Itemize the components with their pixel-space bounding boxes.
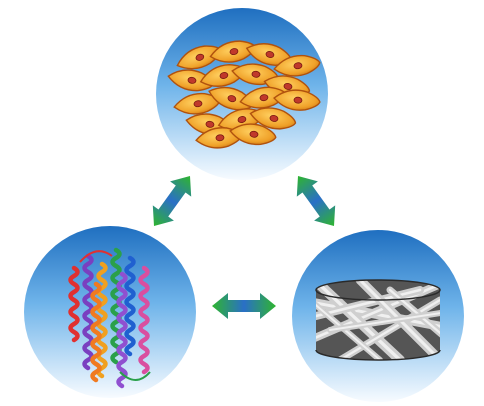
cell <box>229 123 277 146</box>
arrows <box>152 176 336 319</box>
cell <box>173 92 221 115</box>
protein-circle <box>24 226 196 398</box>
nucleus <box>293 62 303 70</box>
alpha-helix <box>96 261 108 379</box>
alpha-helix <box>68 265 80 343</box>
cell-cluster <box>167 40 321 149</box>
cell <box>273 54 321 77</box>
cell <box>176 45 222 70</box>
alpha-helix <box>138 265 150 375</box>
helix-bundle <box>68 247 151 389</box>
nucleus <box>193 100 203 108</box>
nucleus <box>283 82 293 90</box>
alpha-helix <box>110 247 122 365</box>
alpha-helix <box>116 271 128 389</box>
nucleus <box>251 70 261 78</box>
nucleus <box>229 48 239 56</box>
protein-node <box>24 226 196 398</box>
arrow-protein-scaffold <box>212 293 276 319</box>
nucleus <box>249 130 259 138</box>
nucleus <box>265 51 275 58</box>
cell <box>209 40 257 63</box>
nucleus <box>195 53 205 61</box>
loop-strand <box>79 250 113 263</box>
nucleus <box>227 95 237 103</box>
nucleus <box>215 134 225 142</box>
cell <box>249 107 297 130</box>
nucleus <box>269 114 279 122</box>
nucleus <box>219 72 229 79</box>
alpha-helix <box>82 253 94 371</box>
nucleus <box>205 120 215 128</box>
nucleus <box>237 116 247 123</box>
scaffold-cylinder <box>315 279 441 361</box>
cell <box>273 89 321 111</box>
alpha-helix <box>90 281 102 383</box>
arrow-cells-protein <box>152 176 192 227</box>
nucleus <box>293 96 303 104</box>
alpha-helix <box>124 255 136 357</box>
nucleus <box>259 94 269 102</box>
arrow-cells-scaffold <box>296 176 336 227</box>
scaffold-node <box>292 230 464 402</box>
loop-strand <box>119 371 151 381</box>
nucleus <box>187 76 197 84</box>
cells-node <box>156 8 328 180</box>
